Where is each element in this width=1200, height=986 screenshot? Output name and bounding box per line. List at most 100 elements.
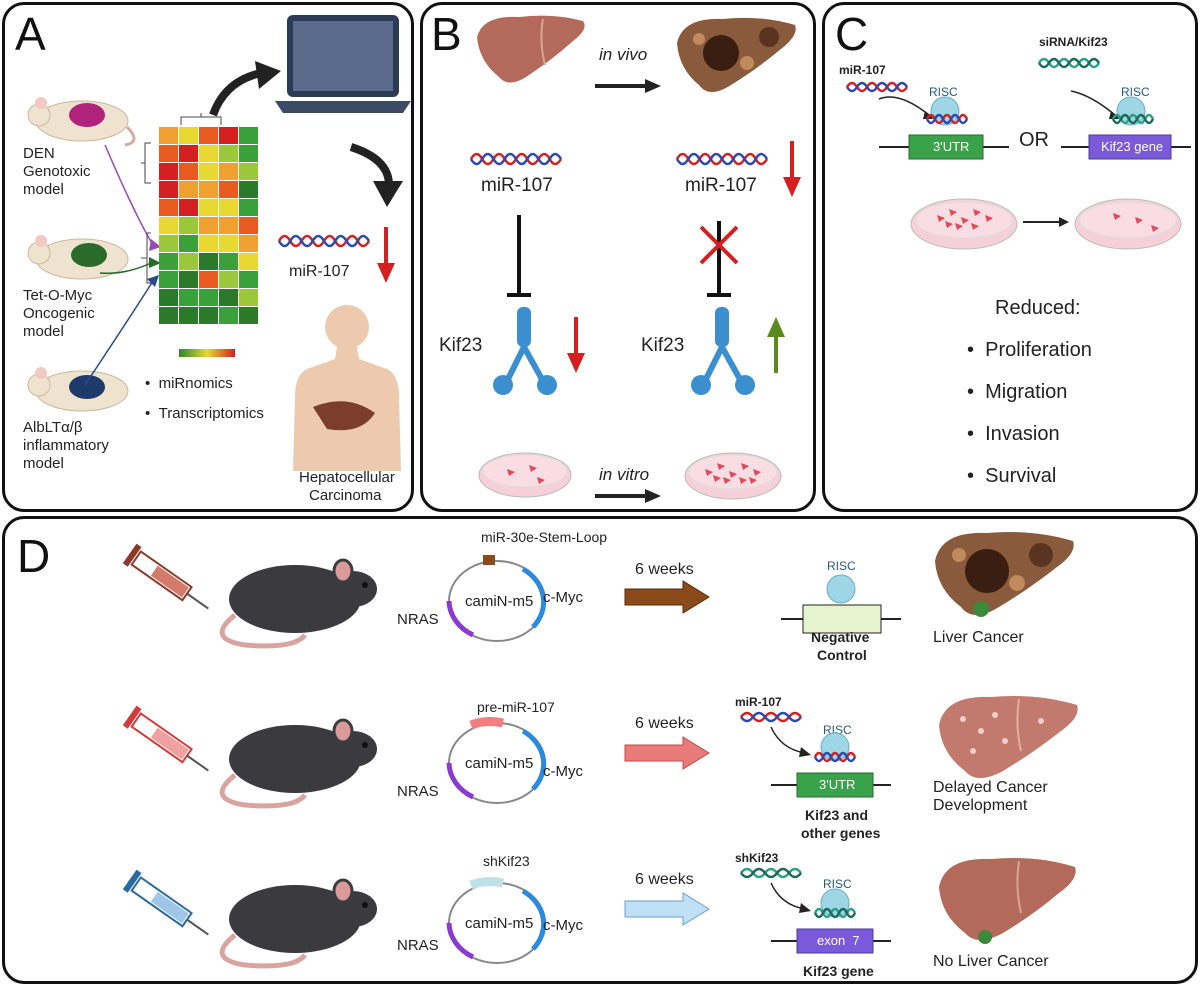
heatmap-cell	[239, 271, 258, 288]
box-kif23-gene-c: Kif23 gene	[1101, 139, 1164, 154]
mouse-row1-icon	[219, 558, 377, 649]
brown-arrow-icon	[624, 580, 710, 614]
heatmap-cell	[239, 253, 258, 270]
heatmap-cell	[199, 181, 218, 198]
dish-arrow-c-icon	[1023, 217, 1069, 227]
heatmap-cell	[199, 199, 218, 216]
model-alblt-line2: inflammatory	[23, 437, 109, 454]
dish-sparse-c-icon	[1074, 198, 1182, 250]
box-row2: 3'UTR	[819, 777, 856, 792]
box-3utr-c: 3'UTR	[933, 139, 970, 154]
arrow-from-laptop-icon	[349, 143, 403, 207]
in-vivo-label: in vivo	[599, 45, 648, 64]
mirna-label-a: miR-107	[289, 263, 350, 280]
or-label: OR	[1019, 129, 1049, 151]
reduced-title: Reduced:	[995, 297, 1081, 319]
caption-row3: Kif23 gene	[803, 963, 874, 979]
heatmap-cell	[159, 307, 178, 324]
reduced-item-proliferation-text: Proliferation	[985, 339, 1092, 361]
down-arrow-a-icon	[377, 227, 395, 283]
right-gene-row3: c-Myc	[543, 917, 583, 934]
heatmap-colorbar	[179, 349, 235, 357]
bullet-transcriptomics: • Transcriptomics	[145, 405, 264, 422]
heatmap-cell	[179, 253, 198, 270]
kif23-right-label: Kif23	[641, 335, 685, 356]
mouse-den-icon	[27, 97, 136, 147]
syringe-pink-icon	[122, 705, 209, 772]
heatmap-cell	[179, 127, 198, 144]
pink-arrow-icon	[624, 736, 710, 770]
mirna107-construct-icon	[740, 711, 891, 798]
heatmap-cell	[219, 127, 238, 144]
healthy-liver-icon	[477, 15, 585, 83]
model-alblt-line1: AlbLTα/β	[23, 419, 83, 436]
model-den-line2: Genotoxic	[23, 163, 91, 180]
heatmap-cell	[219, 181, 238, 198]
heatmap-cell	[239, 235, 258, 252]
heatmap-cell	[179, 199, 198, 216]
panel-c: C miR-107 RISC 3'UTR siRNA/Kif23 RISC Ki…	[822, 2, 1198, 512]
mirna-right-icon	[675, 152, 769, 166]
heatmap-cell	[219, 271, 238, 288]
insert-row1: miR-30e-Stem-Loop	[481, 529, 608, 545]
plasmid-row2: camiN-m5	[465, 755, 534, 772]
blocked-inhibition-icon	[699, 221, 739, 297]
left-gene-row1: NRAS	[397, 611, 439, 628]
syringe-brown-icon	[122, 543, 209, 610]
panel-b-label: B	[431, 8, 462, 60]
heatmap-cell	[179, 289, 198, 306]
plasmid-row3: camiN-m5	[465, 915, 534, 932]
heatmap-cell	[179, 145, 198, 162]
mirna-c-icon	[845, 81, 909, 93]
time-row3: 6 weeks	[635, 871, 694, 888]
liver-healthy-icon	[939, 858, 1076, 944]
kif23-right-protein-icon	[691, 307, 755, 395]
heatmap-cell	[199, 145, 218, 162]
mirna-left-icon	[469, 152, 563, 166]
reduced-item-survival-text: Survival	[985, 465, 1057, 487]
caption-row1-line1: Negative	[811, 629, 870, 645]
right-gene-row1: c-Myc	[543, 589, 583, 606]
result-row2-line2: Development	[933, 797, 1028, 814]
heatmap-cell	[239, 163, 258, 180]
panel-b: B in vivo miR-107 miR-107 Kif23	[420, 2, 816, 512]
down-arrow-kif23-icon	[567, 317, 585, 373]
reduced-item-survival: • Survival	[967, 465, 1057, 487]
in-vivo-arrow-icon	[595, 79, 661, 93]
time-row2: 6 weeks	[635, 715, 694, 732]
plasmid-row1-icon	[446, 555, 547, 642]
plasmid-row1: camiN-m5	[465, 593, 534, 610]
heatmap-cell	[159, 253, 178, 270]
left-gene-row3: NRAS	[397, 937, 439, 954]
heatmap-cell	[159, 289, 178, 306]
reduced-item-proliferation: • Proliferation	[967, 339, 1092, 361]
outcome-line2: Carcinoma	[309, 487, 382, 504]
reduced-item-invasion: • Invasion	[967, 423, 1060, 445]
risc-row3: RISC	[823, 877, 852, 891]
mirna-duplex-icon	[277, 234, 371, 248]
heatmap-cell	[159, 271, 178, 288]
heatmap-cell	[199, 217, 218, 234]
up-arrow-kif23-icon	[767, 317, 785, 373]
caption-row1-line2: Control	[817, 647, 867, 663]
heatmap-cell	[179, 235, 198, 252]
mirna-right-label: miR-107	[685, 175, 757, 196]
box-row3: exon 7	[817, 933, 860, 948]
reduced-item-migration: • Migration	[967, 381, 1068, 403]
arrow-to-laptop-icon	[209, 61, 281, 117]
dendrogram	[141, 113, 222, 284]
heatmap-cell	[159, 163, 178, 180]
laptop-icon	[275, 15, 411, 113]
panel-d: D miR-30e-Stem-Loop camiN-m5 NRAS c-Myc …	[2, 516, 1198, 984]
in-vitro-arrow-icon	[595, 489, 661, 503]
heatmap-cell	[219, 289, 238, 306]
plasmid-row2-icon	[446, 717, 547, 804]
heatmap-cell	[179, 307, 198, 324]
model-den-line1: DEN	[23, 145, 55, 162]
risc-row1: RISC	[827, 559, 856, 573]
heatmap-cell	[239, 289, 258, 306]
panel-c-label: C	[835, 8, 869, 60]
dish-dense-c-icon	[910, 198, 1018, 250]
kif23-left-protein-icon	[493, 307, 557, 395]
mouse-row2-icon	[219, 718, 377, 809]
